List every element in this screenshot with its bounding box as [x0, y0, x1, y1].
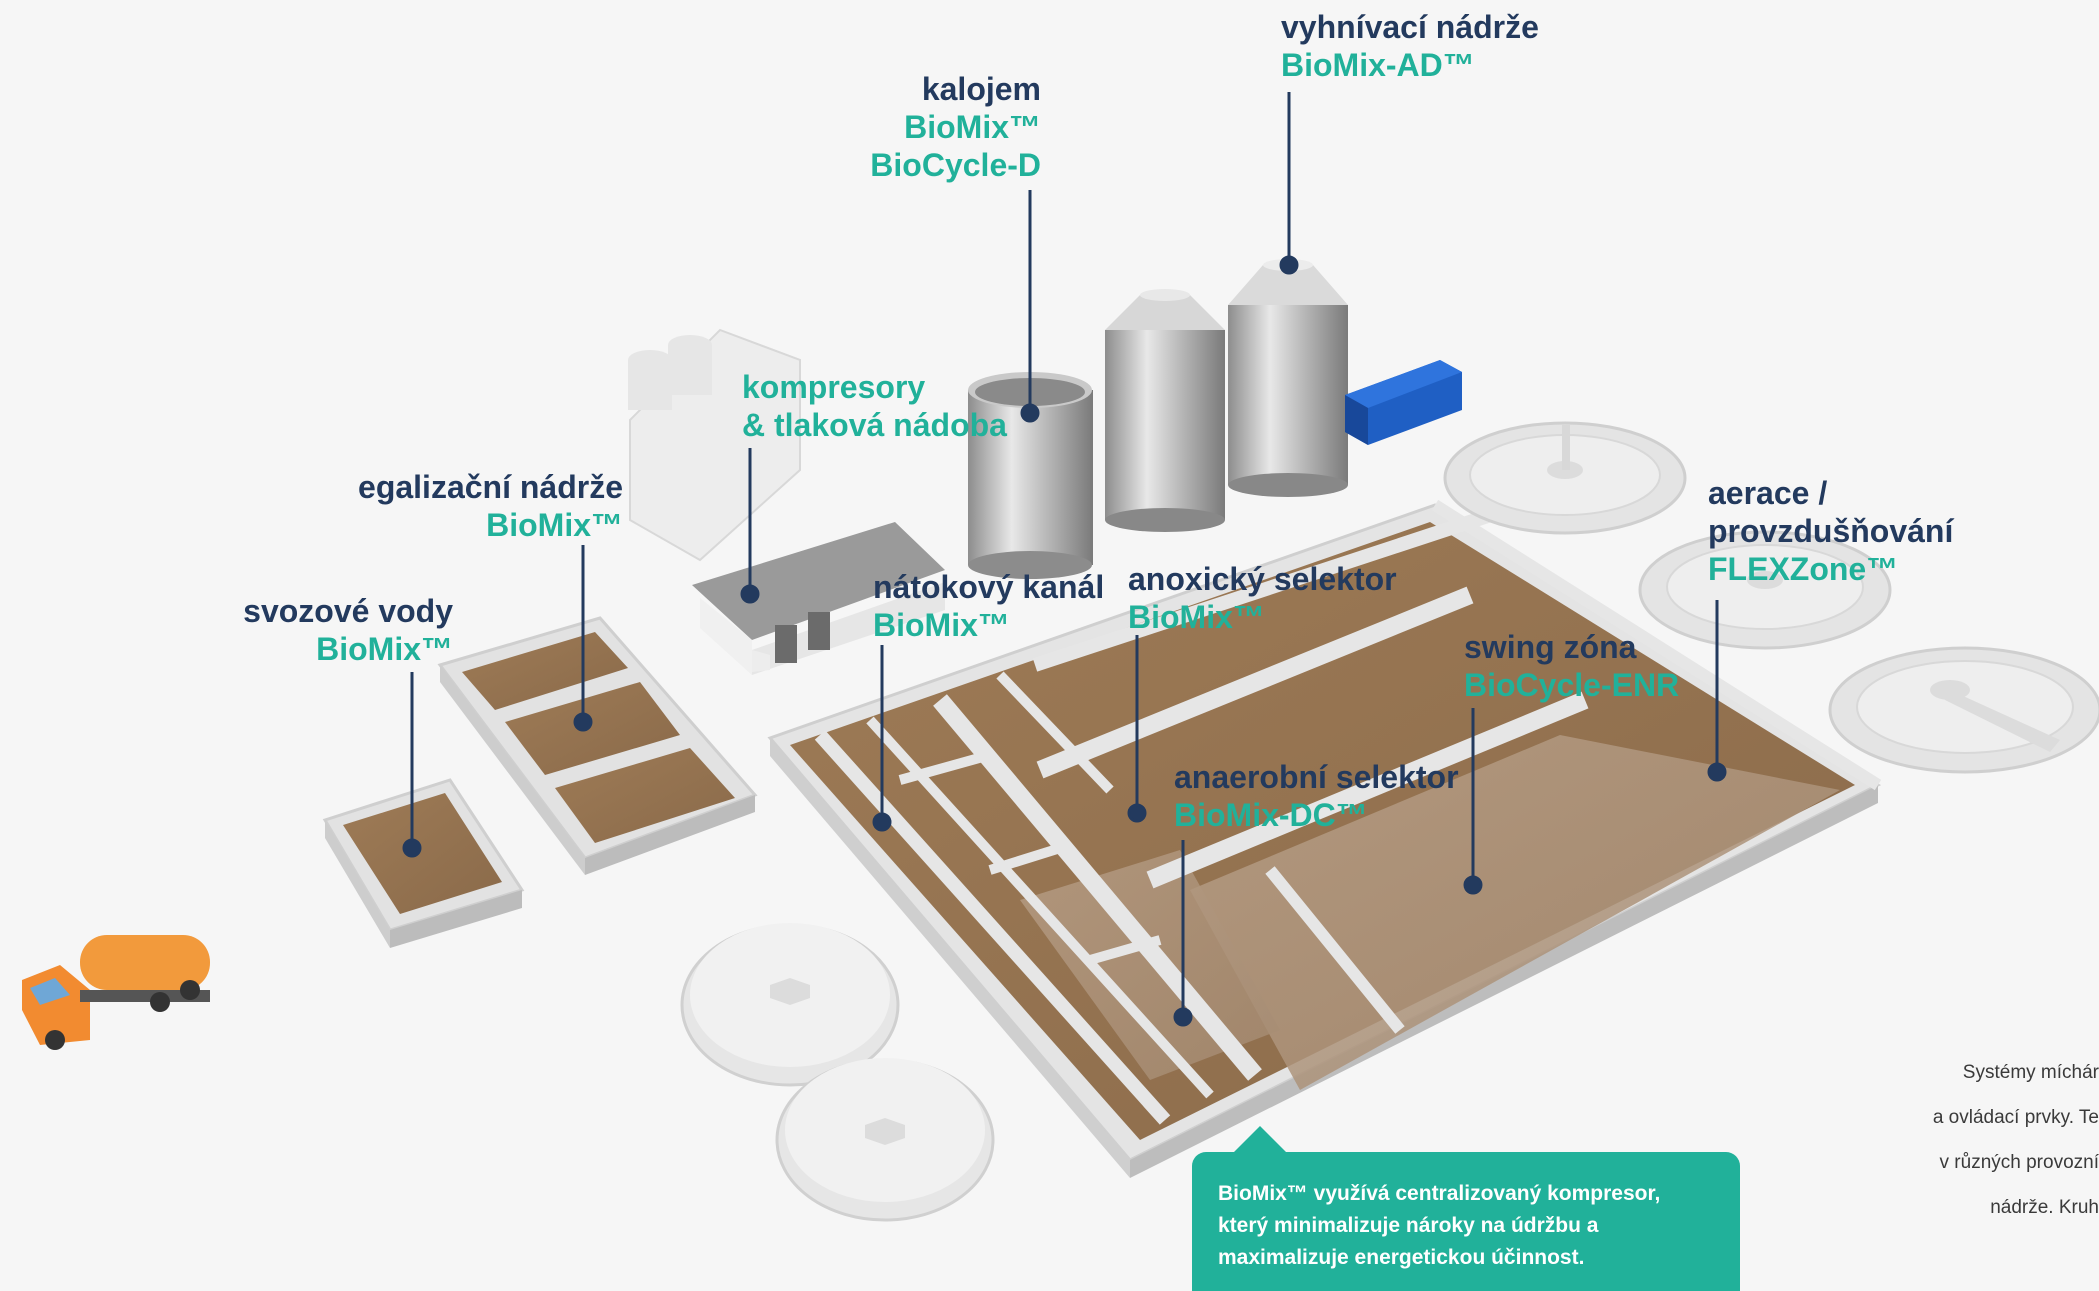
label-anoxic-selector-product: BioMix™	[1128, 599, 1265, 635]
label-septage-title: svozové vody	[243, 593, 453, 629]
clarifiers-right	[1443, 421, 2099, 774]
label-equalization: egalizační nádrže BioMix™	[358, 468, 623, 544]
label-anaerobic-selector: anaerobní selektor BioMix-DC™	[1174, 758, 1459, 834]
compressor-building	[692, 522, 945, 675]
side-description-line-2: a ovládací prvky. Te	[1932, 1107, 2099, 1128]
label-anaerobic-selector-product: BioMix-DC™	[1174, 797, 1368, 833]
label-anoxic-selector: anoxický selektor BioMix™	[1128, 560, 1397, 636]
container	[1345, 360, 1462, 445]
tanker-truck	[22, 935, 210, 1050]
info-callout-text: BioMix™ využívá centralizovaný kompresor…	[1218, 1182, 1661, 1269]
label-aeration-line-1: aerace /	[1708, 475, 1828, 511]
label-sludge-tank-product-2: BioCycle-D	[870, 147, 1041, 183]
label-digesters: vyhnívací nádrže BioMix-AD™	[1281, 8, 1539, 84]
label-digesters-product: BioMix-AD™	[1281, 47, 1475, 83]
label-digesters-title: vyhnívací nádrže	[1281, 9, 1539, 45]
sludge-tank	[968, 372, 1093, 579]
label-inlet-channel-product: BioMix™	[873, 607, 1010, 643]
side-description: Systémy míchár a ovládací prvky. Te v rů…	[1869, 1050, 2099, 1230]
label-inlet-channel-title: nátokový kanál	[873, 569, 1105, 605]
label-sludge-tank: kalojem BioMix™ BioCycle-D	[870, 70, 1041, 184]
label-inlet-channel: nátokový kanál BioMix™	[873, 568, 1104, 644]
label-equalization-title: egalizační nádrže	[358, 469, 623, 505]
building-back	[628, 328, 801, 562]
label-aeration-product: FLEXZone™	[1708, 551, 1899, 587]
side-description-line-4: nádrže. Kruh	[1990, 1197, 2099, 1218]
equalization-tanks	[437, 616, 758, 875]
label-swing-zone: swing zóna BioCycle-ENR	[1464, 628, 1679, 704]
septage-tank	[322, 778, 525, 948]
label-anoxic-selector-title: anoxický selektor	[1128, 561, 1397, 597]
label-anaerobic-selector-title: anaerobní selektor	[1174, 759, 1459, 795]
label-septage-product: BioMix™	[316, 631, 453, 667]
label-sludge-tank-product-1: BioMix™	[904, 109, 1041, 145]
label-aeration-line-2: provzdušňování	[1708, 513, 1954, 549]
leader-lines	[402, 92, 1727, 1027]
main-basin	[767, 499, 1882, 1178]
side-description-line-1: Systémy míchár	[1962, 1062, 2099, 1083]
label-swing-zone-product: BioCycle-ENR	[1464, 667, 1680, 703]
label-septage: svozové vody BioMix™	[243, 592, 453, 668]
clarifiers-left	[680, 923, 995, 1222]
label-swing-zone-title: swing zóna	[1464, 629, 1637, 665]
label-compressors-line-2: & tlaková nádoba	[742, 407, 1007, 443]
label-compressors: kompresory & tlaková nádoba	[742, 368, 1007, 444]
label-equalization-product: BioMix™	[486, 507, 623, 543]
digester-1	[1105, 289, 1225, 532]
side-description-line-3: v různých provozní	[1939, 1152, 2099, 1173]
label-compressors-line-1: kompresory	[742, 369, 926, 405]
label-sludge-tank-title: kalojem	[921, 71, 1041, 107]
info-callout: BioMix™ využívá centralizovaný kompresor…	[1192, 1126, 1740, 1291]
label-aeration: aerace / provzdušňování FLEXZone™	[1708, 474, 1953, 588]
digester-2	[1228, 259, 1348, 497]
